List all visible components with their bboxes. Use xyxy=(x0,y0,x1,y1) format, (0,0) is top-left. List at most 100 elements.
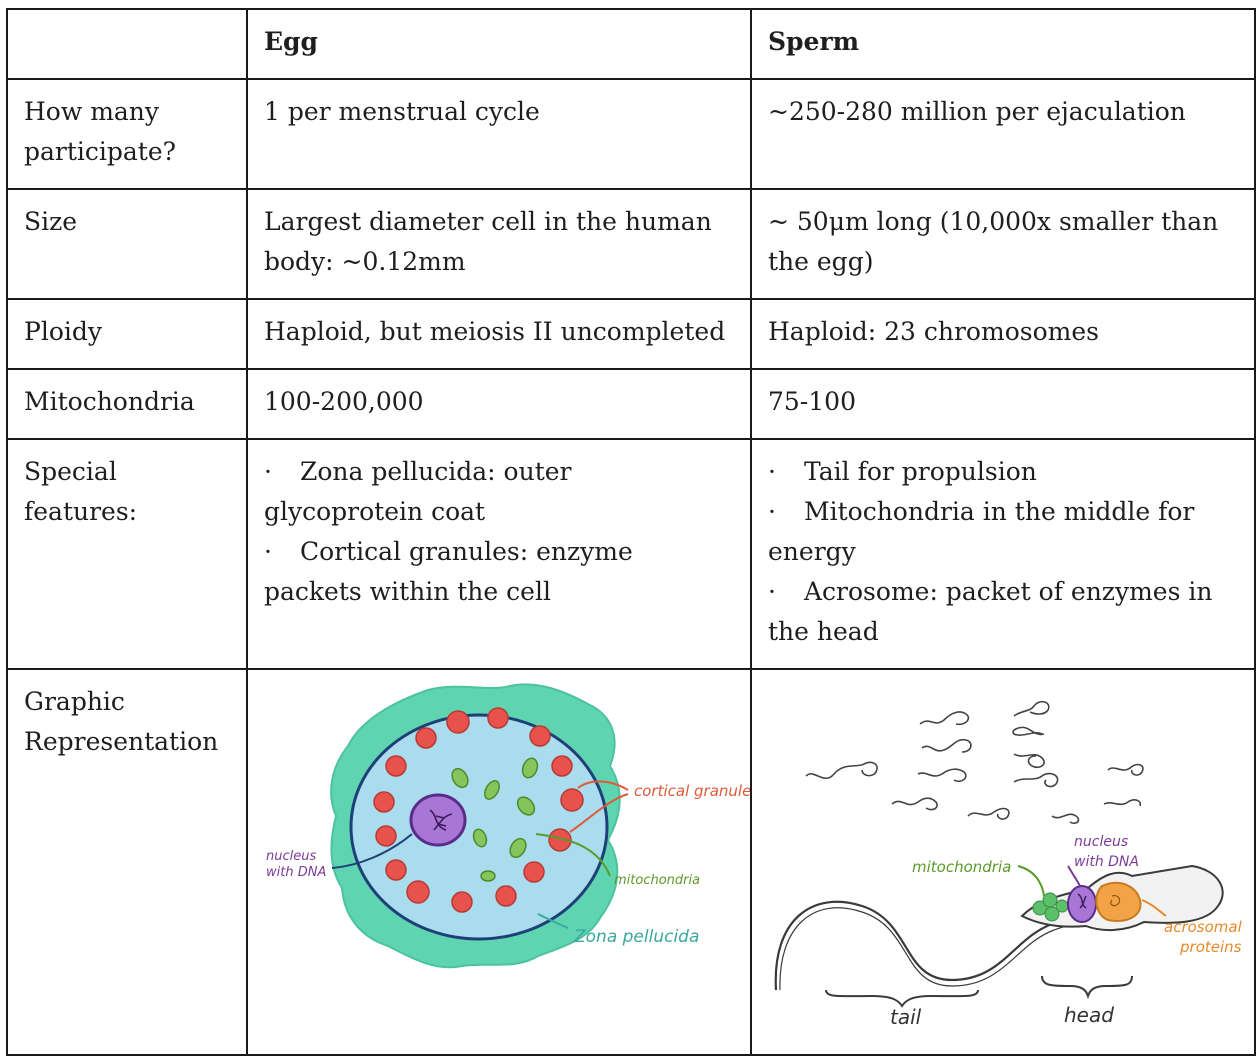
pointer-line xyxy=(569,793,629,833)
bullet-item: · Tail for propulsion xyxy=(768,452,1240,492)
granule xyxy=(385,755,407,777)
acrosome-detail xyxy=(1110,895,1121,907)
label-egg-nucleus-dna: with DNA xyxy=(266,865,326,880)
pointer-line xyxy=(1141,899,1167,917)
row-ploidy: Ploidy Haploid, but meiosis II uncomplet… xyxy=(6,298,1256,370)
label-sperm-mitochondria: mitochondria xyxy=(912,858,1011,876)
granule xyxy=(415,727,437,749)
label-egg-mitochondria: mitochondria xyxy=(614,873,700,888)
bullet-icon: · xyxy=(768,497,776,526)
mitochondrion xyxy=(484,780,500,800)
label-head: head xyxy=(1064,1003,1114,1027)
small-sperm xyxy=(1051,813,1080,825)
sperm-illustration: mitochondria nucleus with DNA acrosomal … xyxy=(774,700,1243,1029)
sperm-tail-inner xyxy=(779,907,1115,991)
mitochondrion xyxy=(516,796,536,816)
sperm-dna-shape xyxy=(1077,893,1087,909)
label-graphic: Graphic Representation xyxy=(6,668,248,1056)
sperm-mitochondria: 75-100 xyxy=(750,368,1256,440)
granule xyxy=(560,788,584,812)
label-cortical-granules: cortical granules xyxy=(634,782,750,800)
mitochondrion xyxy=(509,837,527,859)
row-graphic: Graphic Representation xyxy=(6,668,1256,1056)
header-egg: Egg xyxy=(246,8,752,80)
mitochondrion xyxy=(521,757,539,779)
label-mitochondria: Mitochondria xyxy=(6,368,248,440)
label-tail: tail xyxy=(890,1005,922,1029)
granule xyxy=(451,891,473,913)
granule xyxy=(523,861,545,883)
small-sperm xyxy=(1013,700,1050,717)
small-sperm xyxy=(1013,753,1045,769)
egg-size: Largest diameter cell in the human body:… xyxy=(246,188,752,300)
bullet-item: ·Acrosome: packet of enzymes in the head xyxy=(768,572,1240,652)
granule xyxy=(495,885,517,907)
sperm-size: ~ 50μm long (10,000x smaller than the eg… xyxy=(750,188,1256,300)
egg-mitochondria: 100-200,000 xyxy=(246,368,752,440)
granule xyxy=(446,710,470,734)
bullet-icon: · xyxy=(768,577,776,606)
small-sperm xyxy=(917,768,967,783)
label-ploidy: Ploidy xyxy=(6,298,248,370)
pointer-line xyxy=(1067,865,1081,887)
mitochondrion xyxy=(1044,906,1060,922)
pointer-line xyxy=(331,833,413,869)
granule xyxy=(375,825,397,847)
egg-illustration: cortical granules nucleus with DNA mitoc… xyxy=(266,683,750,969)
sperm-participants: ~250-280 million per ejaculation xyxy=(750,78,1256,190)
sperm-nucleus xyxy=(1067,885,1097,923)
tail-brace xyxy=(825,989,979,1008)
mitochondria-group xyxy=(451,757,539,882)
small-sperm xyxy=(919,711,970,726)
mitochondrion xyxy=(480,870,496,882)
row-mitochondria: Mitochondria 100-200,000 75-100 xyxy=(6,368,1256,440)
granule xyxy=(385,859,407,881)
small-sperm xyxy=(1107,763,1144,776)
sperm-features: ·Tail for propulsion ·Mitochondria in th… xyxy=(750,438,1256,670)
granule xyxy=(551,755,573,777)
bullet-item: ·Mitochondria in the middle for energy xyxy=(768,492,1240,572)
bullet-item: ·Cortical granules: enzyme packets withi… xyxy=(264,532,736,612)
mitochondrion xyxy=(1042,892,1058,908)
label-zona-pellucida: Zona pellucida xyxy=(573,927,699,947)
sperm-graphic-cell: mitochondria nucleus with DNA acrosomal … xyxy=(750,668,1256,1056)
label-sperm-nucleus-dna: with DNA xyxy=(1074,854,1139,870)
label-sperm-nucleus: nucleus xyxy=(1074,834,1128,850)
small-sperm xyxy=(805,761,878,780)
bullet-icon: · xyxy=(768,457,776,486)
pointer-line xyxy=(535,833,611,877)
small-sperm xyxy=(891,797,938,811)
comparison-table: Egg Sperm How many participate? 1 per me… xyxy=(6,8,1256,1056)
row-participants: How many participate? 1 per menstrual cy… xyxy=(6,78,1256,190)
label-acrosomal: acrosomal xyxy=(1164,918,1243,936)
label-participants: How many participate? xyxy=(6,78,248,190)
bullet-text: Acrosome: packet of enzymes in the head xyxy=(768,577,1213,646)
small-sperm xyxy=(1013,772,1059,788)
egg-ploidy: Haploid, but meiosis II uncompleted xyxy=(246,298,752,370)
label-features: Special features: xyxy=(6,438,248,670)
egg-features: ·Zona pellucida: outer glycoprotein coat… xyxy=(246,438,752,670)
row-features: Special features: ·Zona pellucida: outer… xyxy=(6,438,1256,670)
bullet-icon: · xyxy=(264,537,272,566)
mitochondrion xyxy=(1032,900,1048,916)
bullet-text: Cortical granules: enzyme packets within… xyxy=(264,537,633,606)
cortical-granules xyxy=(373,707,584,913)
pointer-line xyxy=(1017,865,1045,897)
header-row: Egg Sperm xyxy=(6,8,1256,80)
dna-shape xyxy=(429,809,453,831)
header-sperm: Sperm xyxy=(750,8,1256,80)
bullet-text: Tail for propulsion xyxy=(804,457,1037,486)
granule xyxy=(487,707,509,729)
bullet-text: Mitochondria in the middle for energy xyxy=(768,497,1195,566)
mitochondrion xyxy=(472,828,488,848)
small-sperm xyxy=(1103,799,1142,807)
small-sperm xyxy=(1012,726,1045,736)
granule xyxy=(529,725,551,747)
row-size: Size Largest diameter cell in the human … xyxy=(6,188,1256,300)
small-sperm xyxy=(921,738,972,753)
mitochondrion xyxy=(1055,899,1069,913)
acrosome-shape xyxy=(1095,881,1142,922)
head-brace xyxy=(1041,975,1133,1000)
pointer-line xyxy=(537,913,569,929)
sperm-ploidy: Haploid: 23 chromosomes xyxy=(750,298,1256,370)
